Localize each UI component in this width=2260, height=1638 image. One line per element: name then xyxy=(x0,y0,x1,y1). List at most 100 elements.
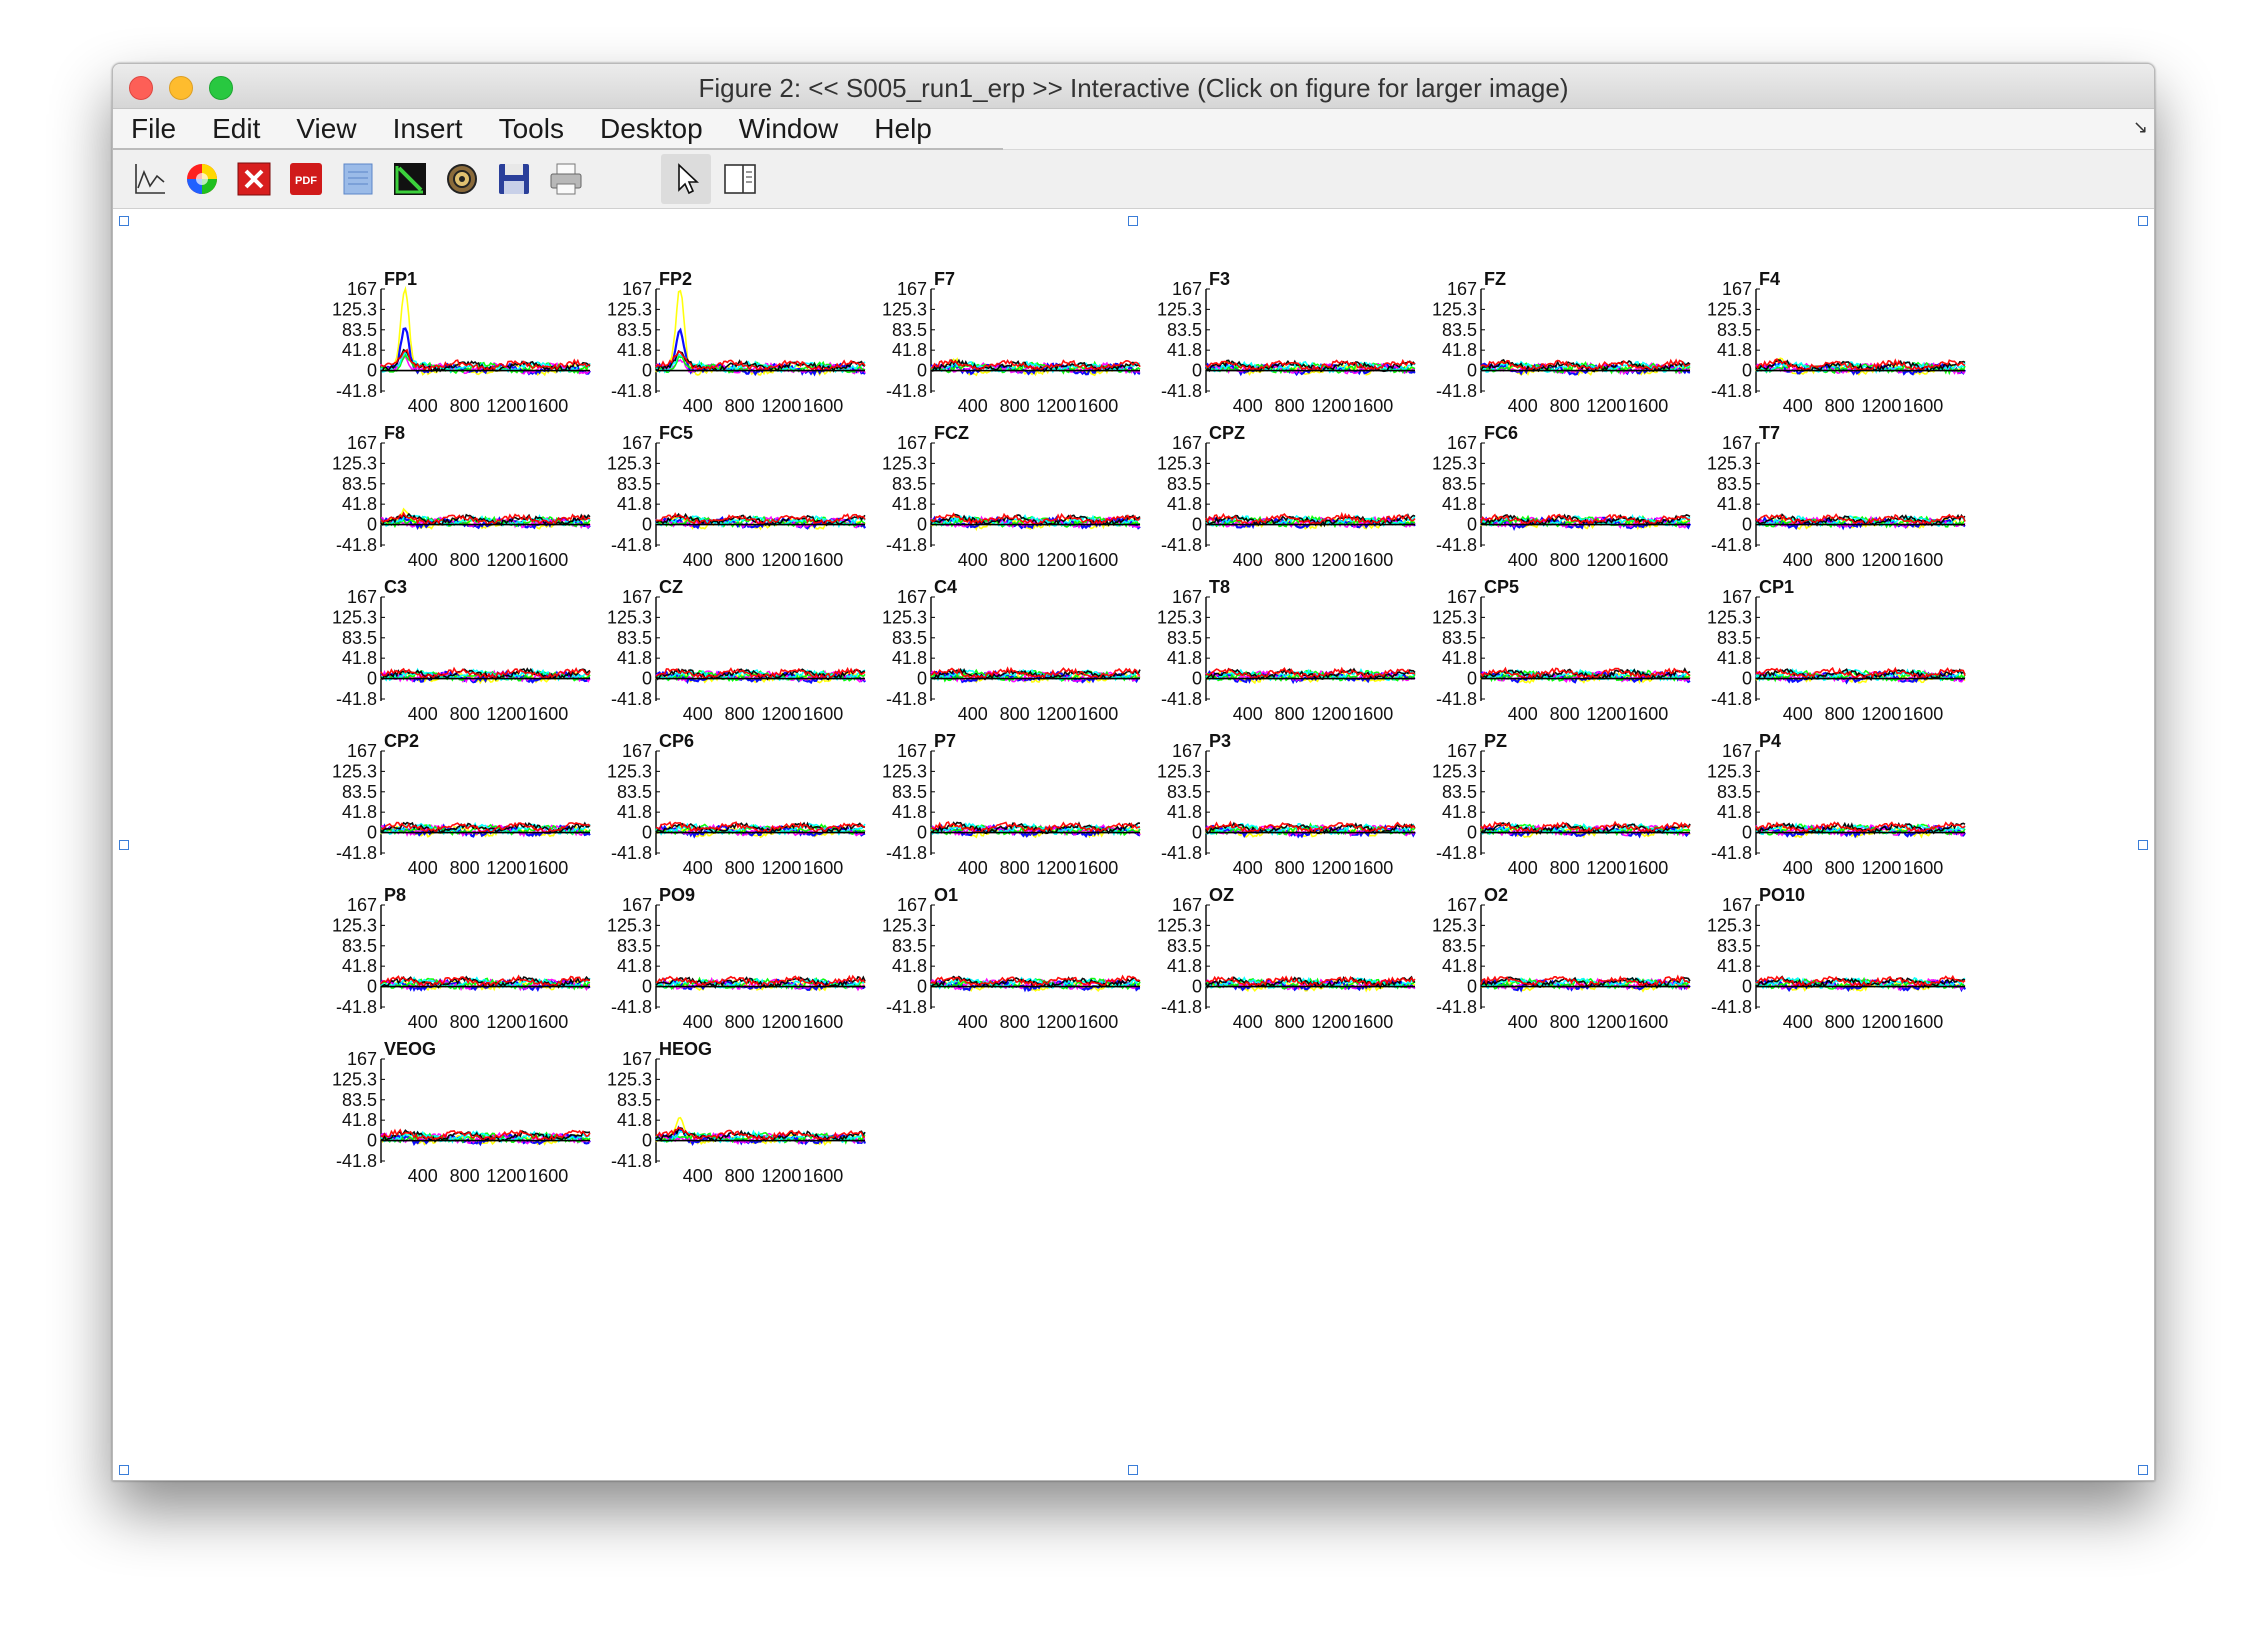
close-window-button[interactable] xyxy=(129,76,153,100)
y-tick-label: -41.8 xyxy=(336,1151,377,1171)
y-tick-label: 167 xyxy=(347,587,377,607)
y-tick-label: 41.8 xyxy=(617,494,652,514)
y-tick-label: 125.3 xyxy=(1432,299,1477,319)
menu-edit[interactable]: Edit xyxy=(212,113,261,144)
resize-handle[interactable] xyxy=(119,216,129,226)
y-tick-label: 41.8 xyxy=(1167,648,1202,668)
y-tick-label: 0 xyxy=(642,977,652,997)
document-icon[interactable] xyxy=(341,162,375,196)
close-red-icon[interactable] xyxy=(237,162,271,196)
y-tick-label: -41.8 xyxy=(1711,843,1752,863)
x-tick-label: 1600 xyxy=(528,1012,568,1032)
y-tick-label: -41.8 xyxy=(1436,535,1477,555)
x-tick-label: 400 xyxy=(408,1166,438,1186)
x-tick-label: 1600 xyxy=(803,1166,843,1186)
x-tick-label: 1600 xyxy=(803,550,843,570)
dock-arrow-icon[interactable]: ↘ xyxy=(2132,117,2148,137)
y-tick-label: 41.8 xyxy=(892,648,927,668)
y-tick-label: 0 xyxy=(1742,515,1752,535)
x-tick-label: 800 xyxy=(1825,1012,1855,1032)
y-tick-label: 125.3 xyxy=(607,915,652,935)
minimize-window-button[interactable] xyxy=(169,76,193,100)
y-tick-label: 0 xyxy=(917,977,927,997)
color-wheel-icon[interactable] xyxy=(185,162,219,196)
axes-icon[interactable] xyxy=(393,162,427,196)
y-tick-label: 83.5 xyxy=(1167,782,1202,802)
x-tick-label: 1200 xyxy=(1311,396,1351,416)
x-tick-label: 1600 xyxy=(1078,704,1118,724)
channel-label: F8 xyxy=(384,423,405,443)
y-tick-label: 41.8 xyxy=(617,1110,652,1130)
y-tick-label: 0 xyxy=(367,669,377,689)
y-tick-label: 41.8 xyxy=(1167,340,1202,360)
x-tick-label: 800 xyxy=(1550,858,1580,878)
resize-handle[interactable] xyxy=(2138,1465,2148,1475)
y-tick-label: -41.8 xyxy=(336,843,377,863)
y-tick-label: 83.5 xyxy=(892,474,927,494)
erp-trace xyxy=(1205,822,1416,836)
menu-file[interactable]: File xyxy=(131,113,177,144)
y-tick-label: 167 xyxy=(347,433,377,453)
y-tick-label: 83.5 xyxy=(342,628,377,648)
y-tick-label: 167 xyxy=(897,741,927,761)
x-tick-label: 800 xyxy=(1550,1012,1580,1032)
resize-handle[interactable] xyxy=(1128,1465,1138,1475)
x-tick-label: 800 xyxy=(1825,550,1855,570)
panel-icon[interactable] xyxy=(723,162,757,196)
menu-tools[interactable]: Tools xyxy=(498,113,564,144)
resize-handle[interactable] xyxy=(2138,840,2148,850)
x-tick-label: 1200 xyxy=(1036,704,1076,724)
x-tick-label: 800 xyxy=(1000,1012,1030,1032)
y-tick-label: 83.5 xyxy=(342,936,377,956)
pointer-icon[interactable] xyxy=(669,162,703,196)
svg-text:PDF: PDF xyxy=(295,175,317,187)
x-tick-label: 1200 xyxy=(486,1012,526,1032)
print-icon[interactable] xyxy=(549,162,583,196)
title-bar[interactable]: Figure 2: << S005_run1_erp >> Interactiv… xyxy=(113,64,2154,109)
maximize-window-button[interactable] xyxy=(209,76,233,100)
y-tick-label: 125.3 xyxy=(882,607,927,627)
resize-handle[interactable] xyxy=(2138,216,2148,226)
pdf-icon[interactable]: PDF xyxy=(289,162,323,196)
menu-insert[interactable]: Insert xyxy=(392,113,463,144)
erp-trace xyxy=(1755,666,1966,681)
y-tick-label: 125.3 xyxy=(1707,915,1752,935)
x-tick-label: 1200 xyxy=(761,550,801,570)
erp-trace xyxy=(930,974,1141,988)
menu-view[interactable]: View xyxy=(296,113,357,144)
y-tick-label: 83.5 xyxy=(1442,320,1477,340)
y-tick-label: 0 xyxy=(1467,361,1477,381)
menu-desktop[interactable]: Desktop xyxy=(599,113,703,144)
x-tick-label: 800 xyxy=(725,396,755,416)
x-tick-label: 1600 xyxy=(1353,1012,1393,1032)
figure-window: Figure 2: << S005_run1_erp >> Interactiv… xyxy=(112,63,2155,1481)
channel-label: FCZ xyxy=(934,423,969,443)
y-tick-label: 83.5 xyxy=(1442,936,1477,956)
resize-handle[interactable] xyxy=(119,1465,129,1475)
erp-trace xyxy=(655,350,866,372)
save-icon[interactable] xyxy=(497,162,531,196)
x-tick-label: 1600 xyxy=(1628,550,1668,570)
pointer-tool-selected[interactable] xyxy=(661,154,711,204)
x-tick-label: 800 xyxy=(1000,704,1030,724)
x-tick-label: 800 xyxy=(450,704,480,724)
x-tick-label: 400 xyxy=(1508,858,1538,878)
x-tick-label: 800 xyxy=(1000,858,1030,878)
y-tick-label: 125.3 xyxy=(332,1069,377,1089)
resize-handle[interactable] xyxy=(119,840,129,850)
plot-icon[interactable] xyxy=(133,162,167,196)
resize-handle[interactable] xyxy=(1128,216,1138,226)
y-tick-label: 0 xyxy=(367,1131,377,1151)
menu-window[interactable]: Window xyxy=(738,113,839,144)
y-tick-label: 83.5 xyxy=(617,782,652,802)
x-tick-label: 1600 xyxy=(1353,396,1393,416)
target-icon[interactable] xyxy=(445,162,479,196)
erp-trace xyxy=(1480,822,1691,836)
menu-help[interactable]: Help xyxy=(874,113,932,144)
y-tick-label: -41.8 xyxy=(336,535,377,555)
